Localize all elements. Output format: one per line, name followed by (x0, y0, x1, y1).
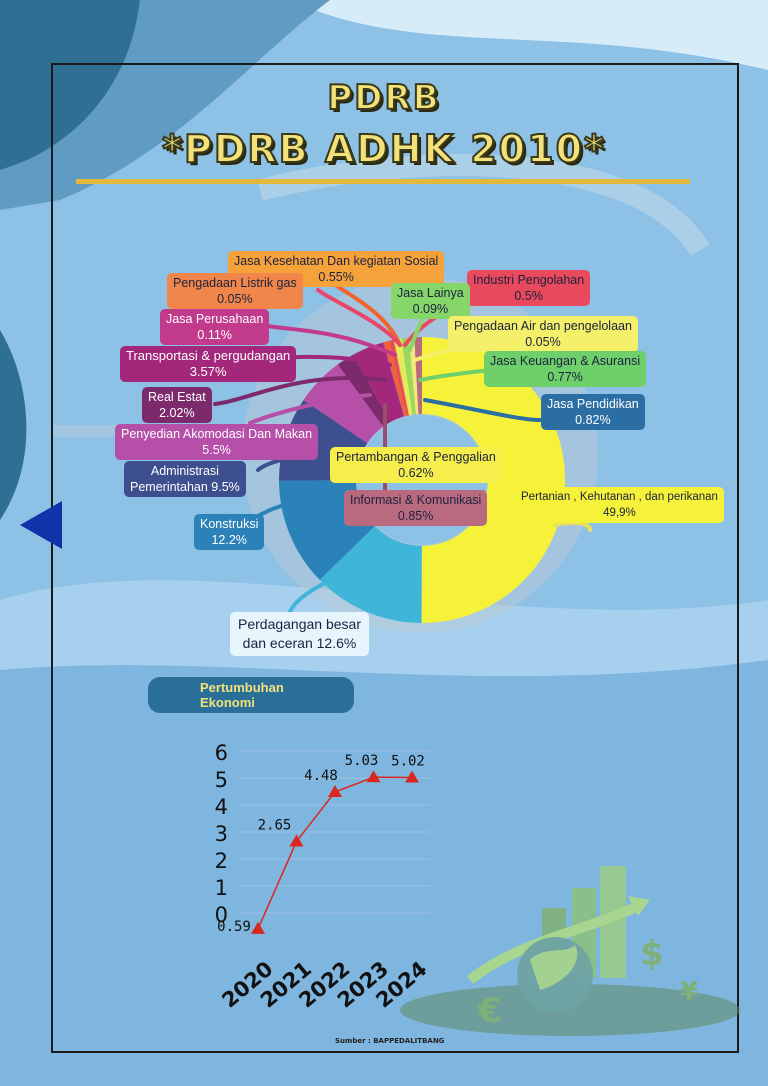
donut-slice-13 (394, 338, 413, 416)
connector-arrow-15 (288, 573, 342, 614)
connector-arrow-4 (266, 324, 397, 357)
triangle-left-icon[interactable] (20, 501, 62, 549)
donut-slice-8 (383, 342, 405, 417)
donut-slice-4 (303, 364, 384, 444)
svg-text:$: $ (640, 934, 664, 974)
page-title: PDRB (326, 77, 441, 119)
source-note: Sumber : BAPPEDALITBANG (335, 1037, 445, 1045)
donut-slice-15 (408, 337, 419, 415)
donut-slice-11 (393, 339, 410, 416)
connector-arrow-13 (553, 520, 592, 532)
donut-slice-9 (384, 340, 407, 417)
donut-slice-12 (394, 339, 410, 416)
connector-arrow-1 (316, 288, 402, 347)
title-divider (76, 179, 690, 184)
donut-slice-7 (382, 342, 405, 417)
donut-slice-1 (319, 526, 422, 623)
donut-slice-14 (401, 337, 416, 415)
growth-chart-title: Pertumbuhan Ekonomi (148, 677, 354, 713)
connector-arrow-8 (213, 375, 387, 406)
donut-slice-10 (388, 339, 409, 416)
connector-arrow-10 (248, 393, 372, 425)
svg-text:€: € (477, 991, 502, 1031)
donut-slice-5 (337, 354, 391, 427)
svg-text:¥: ¥ (680, 977, 698, 1007)
page-subtitle: *PDRB ADHK 2010* (161, 126, 606, 172)
connector-arrow-9 (423, 398, 542, 422)
content-frame (51, 63, 739, 1053)
